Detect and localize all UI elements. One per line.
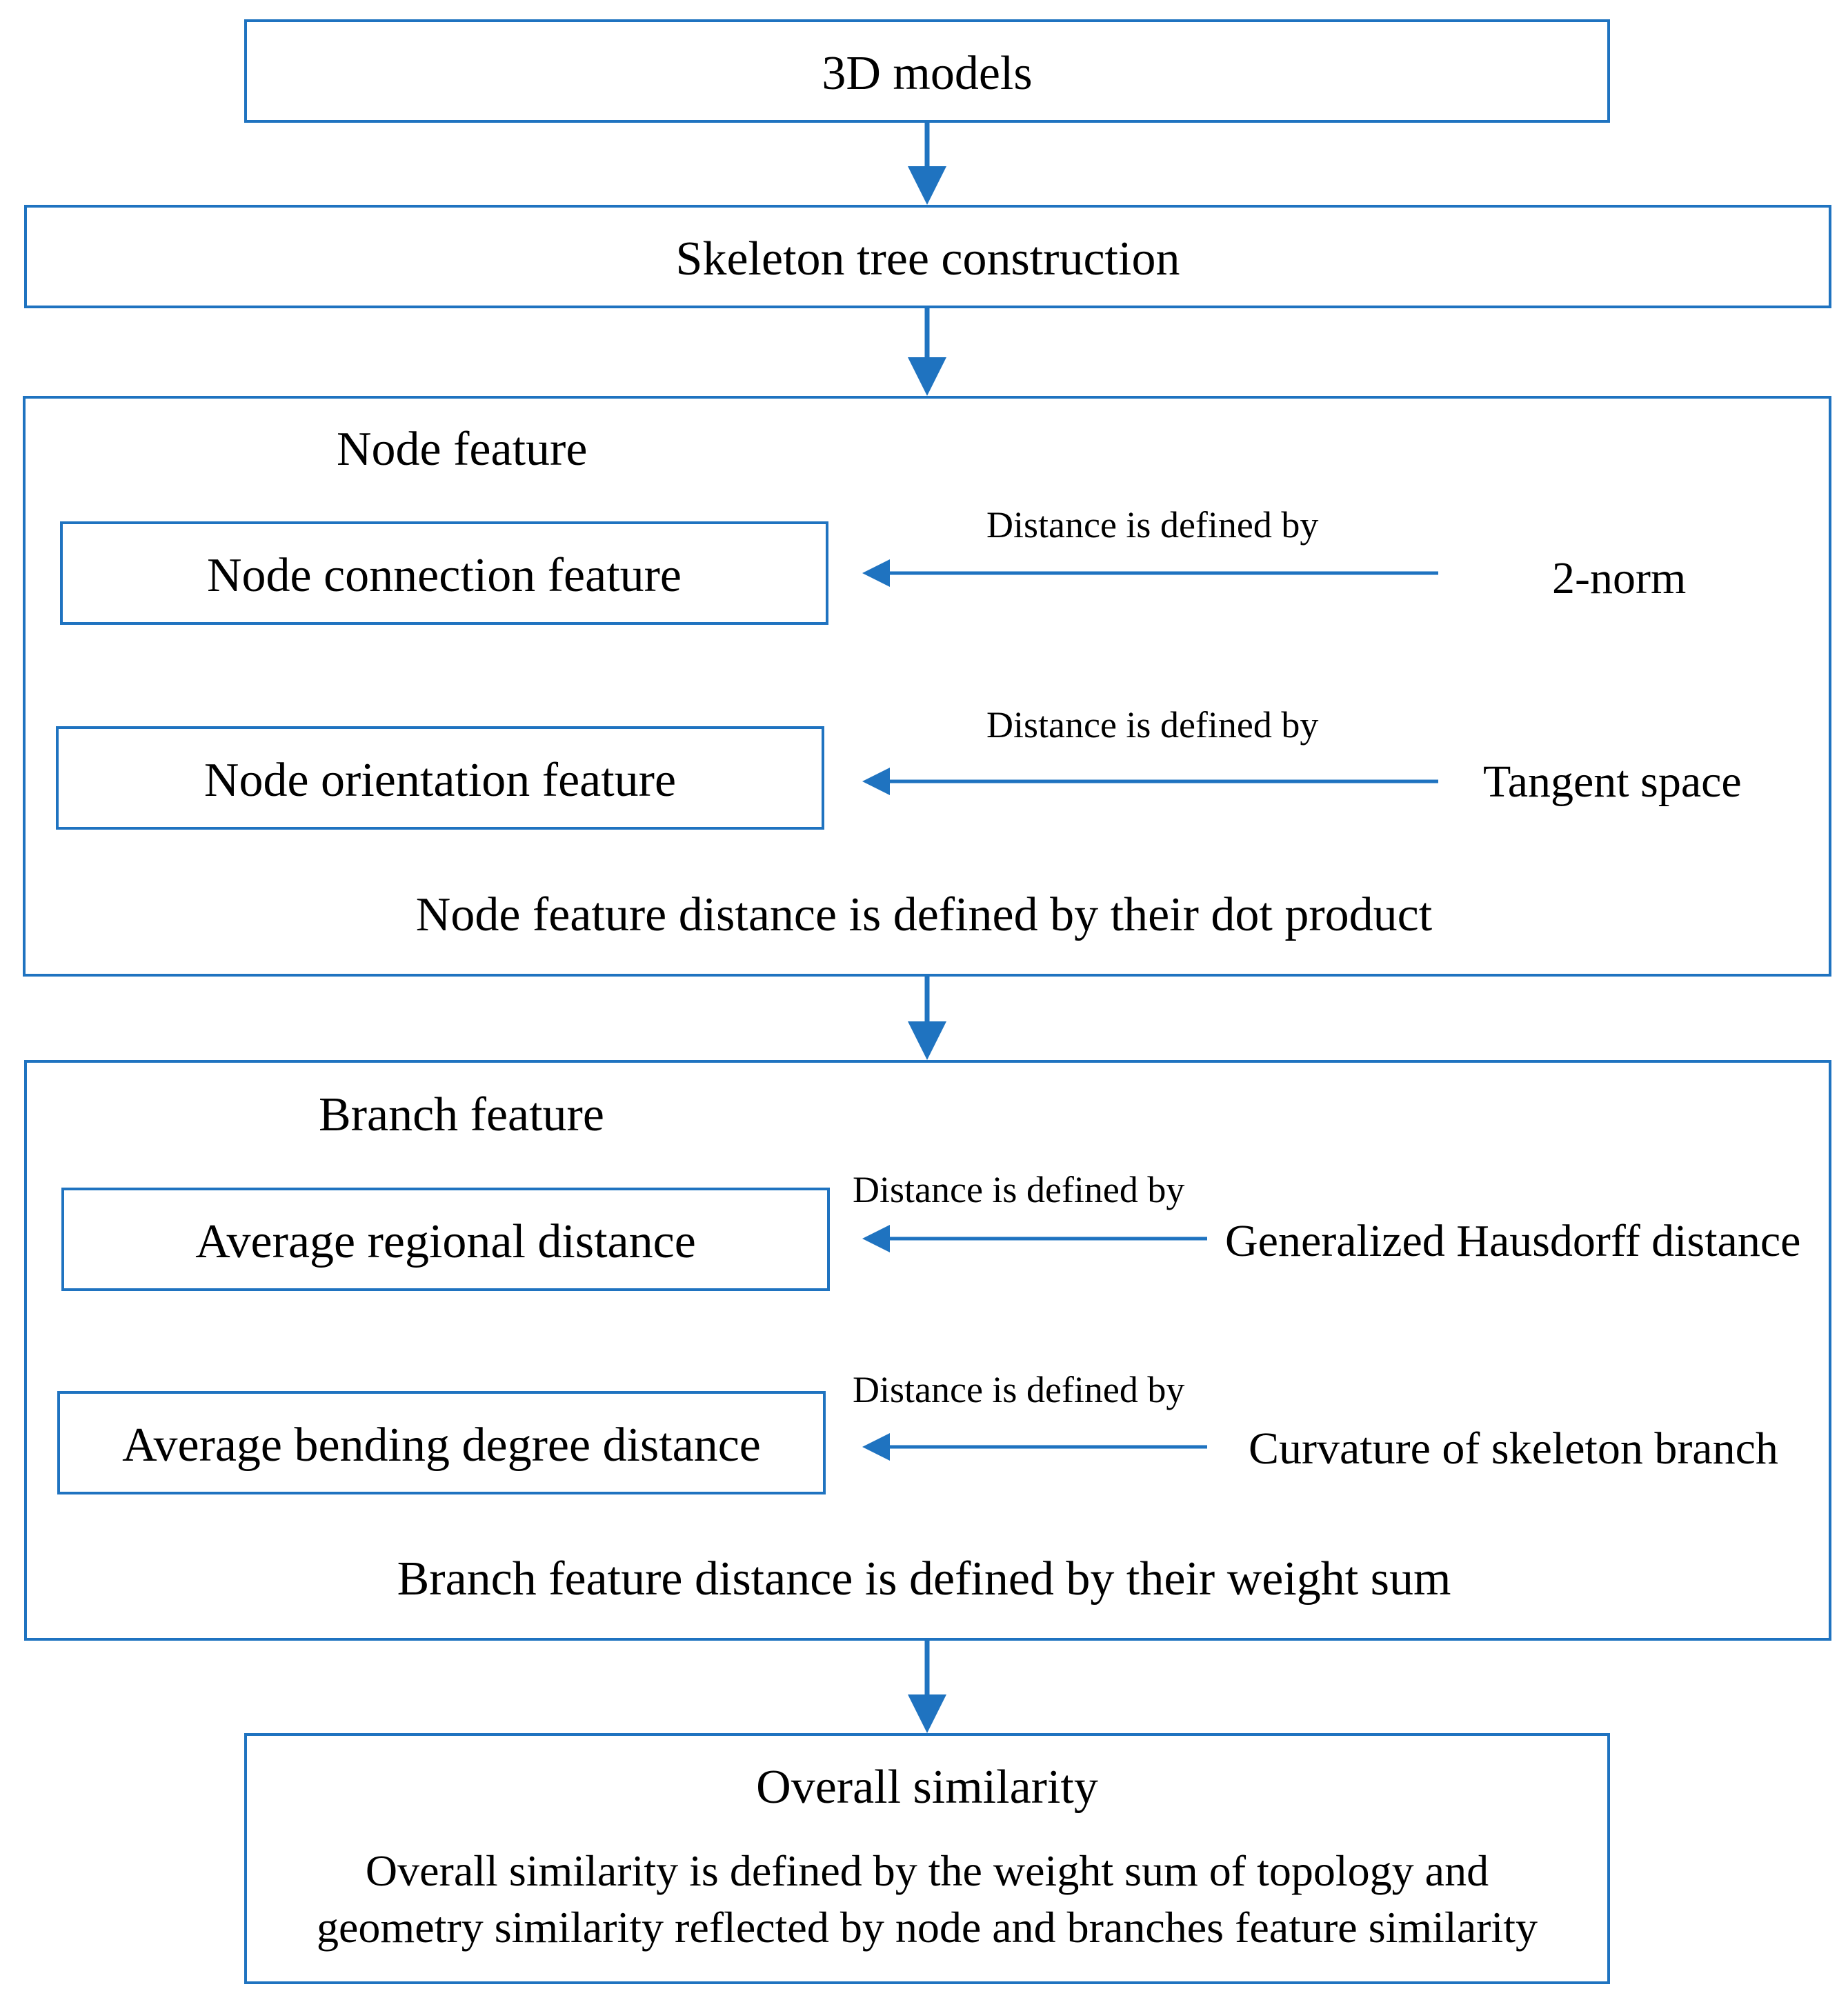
node-feature-summary: Node feature distance is defined by thei…	[415, 888, 1433, 941]
node-connection-method: 2-norm	[1552, 553, 1687, 603]
node-orientation-defined-by: Distance is defined by	[986, 704, 1319, 746]
skeleton-box: Skeleton tree construction	[24, 205, 1831, 308]
regional-method: Generalized Hausdorff distance	[1225, 1216, 1801, 1266]
average-regional-label: Average regional distance	[195, 1215, 696, 1268]
models-label: 3D models	[822, 47, 1033, 100]
node-connection-box: Node connection feature	[60, 521, 828, 625]
overall-description-line-2: geometry similarity reflected by node an…	[317, 1903, 1538, 1952]
models-box: 3D models	[244, 19, 1610, 123]
bending-method: Curvature of skeleton branch	[1249, 1423, 1778, 1474]
node-connection-defined-by: Distance is defined by	[986, 504, 1319, 546]
average-regional-box: Average regional distance	[61, 1188, 830, 1291]
node-orientation-method: Tangent space	[1483, 757, 1742, 807]
node-feature-title: Node feature	[337, 423, 588, 476]
skeleton-label: Skeleton tree construction	[675, 232, 1180, 286]
overall-similarity-title: Overall similarity	[756, 1761, 1098, 1814]
node-orientation-label: Node orientation feature	[203, 754, 677, 807]
average-bending-box: Average bending degree distance	[57, 1391, 826, 1494]
average-bending-label: Average bending degree distance	[122, 1419, 761, 1472]
branch-feature-panel	[24, 1060, 1831, 1641]
overall-similarity-box: Overall similarity Overall similarity is…	[244, 1733, 1610, 1984]
regional-defined-by: Distance is defined by	[853, 1169, 1185, 1210]
branch-feature-title: Branch feature	[319, 1088, 604, 1141]
overall-description-line-1: Overall similarity is defined by the wei…	[365, 1846, 1489, 1895]
node-connection-label: Node connection feature	[206, 549, 682, 602]
node-orientation-box: Node orientation feature	[56, 726, 824, 830]
branch-feature-summary: Branch feature distance is defined by th…	[397, 1552, 1451, 1606]
bending-defined-by: Distance is defined by	[853, 1369, 1185, 1410]
node-feature-panel	[23, 396, 1831, 977]
